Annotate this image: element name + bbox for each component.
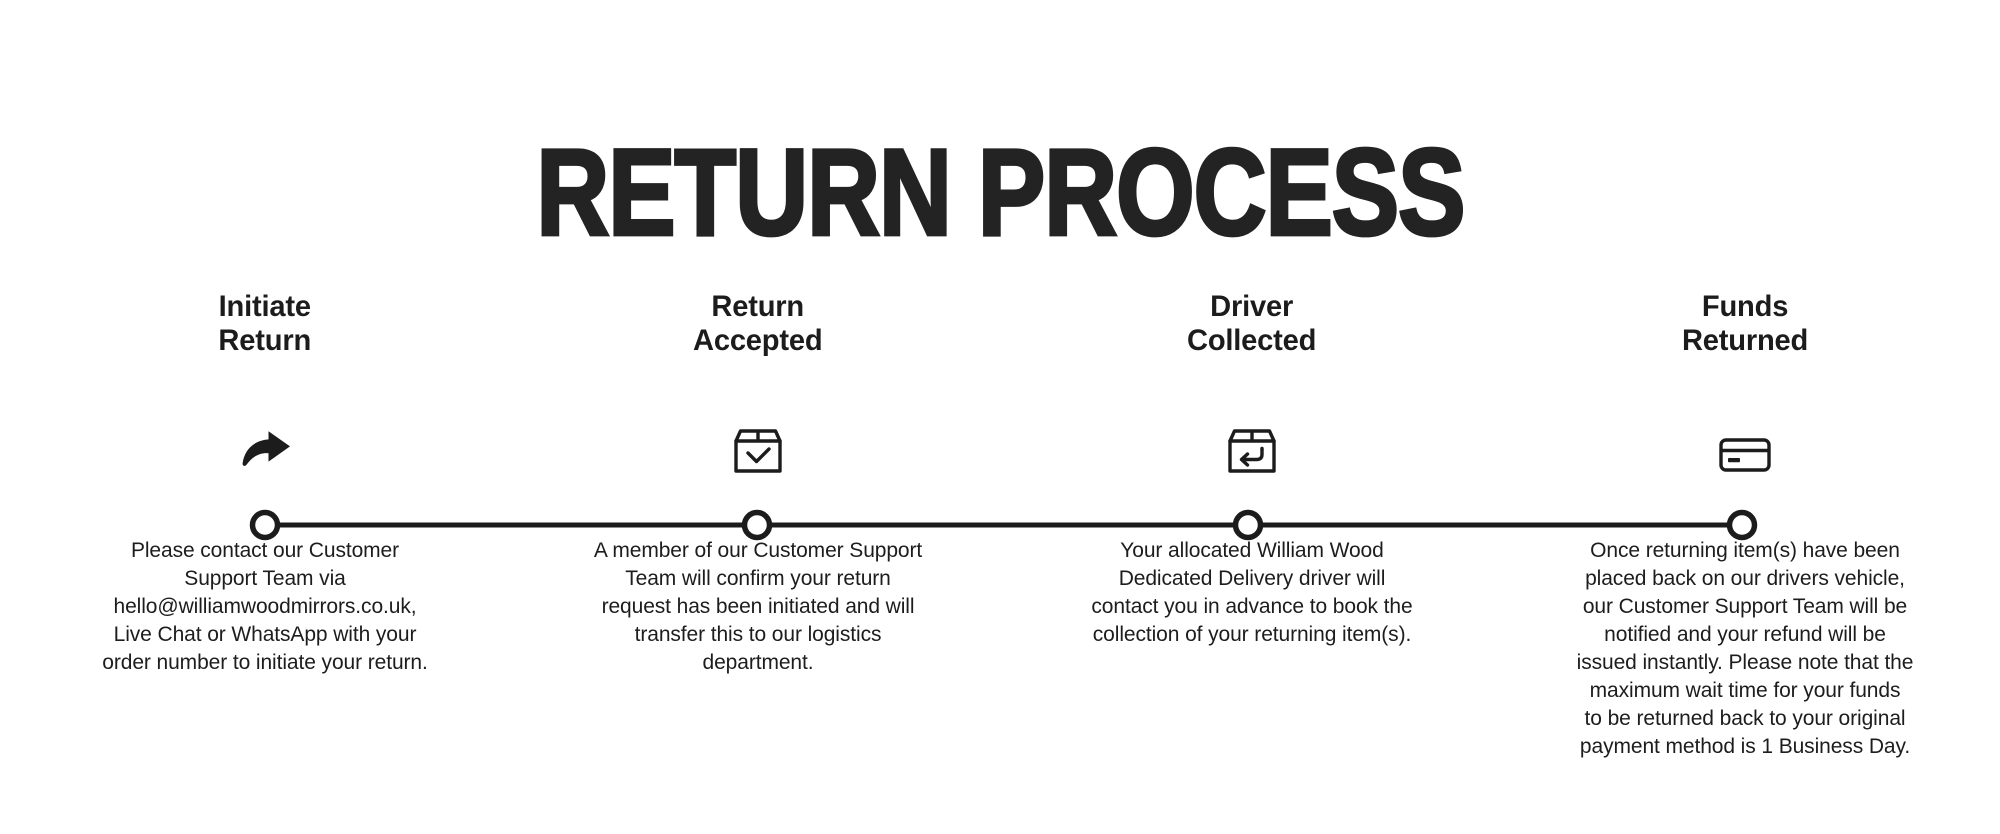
step-return-accepted: Return Accepted A member of our Customer… (508, 290, 1008, 761)
steps-container: Initiate Return Please contact our Custo… (0, 290, 2000, 761)
step-body: Please contact our Customer Support Team… (102, 539, 428, 674)
step-initiate-return: Initiate Return Please contact our Custo… (15, 290, 515, 761)
page-title-container: RETURN PROCESS (0, 62, 2000, 305)
page-title: RETURN PROCESS (534, 124, 1466, 262)
step-body: A member of our Customer Support Team wi… (593, 539, 923, 674)
share-arrow-icon (238, 409, 292, 475)
step-body: Once returning item(s) have been placed … (1576, 539, 1914, 758)
credit-card-icon (1718, 409, 1772, 475)
step-heading: Initiate Return (218, 290, 312, 357)
step-body: Your allocated William Wood Dedicated De… (1091, 539, 1413, 646)
step-heading: Return Accepted (693, 290, 823, 357)
step-driver-collected: Driver Collected Your allocated William … (1002, 290, 1502, 761)
step-funds-returned: Funds Returned Once returning item(s) ha… (1495, 290, 1995, 761)
step-heading: Funds Returned (1681, 290, 1809, 357)
box-return-arrow-icon (1226, 409, 1278, 475)
step-heading: Driver Collected (1187, 290, 1317, 357)
box-check-icon (732, 409, 784, 475)
